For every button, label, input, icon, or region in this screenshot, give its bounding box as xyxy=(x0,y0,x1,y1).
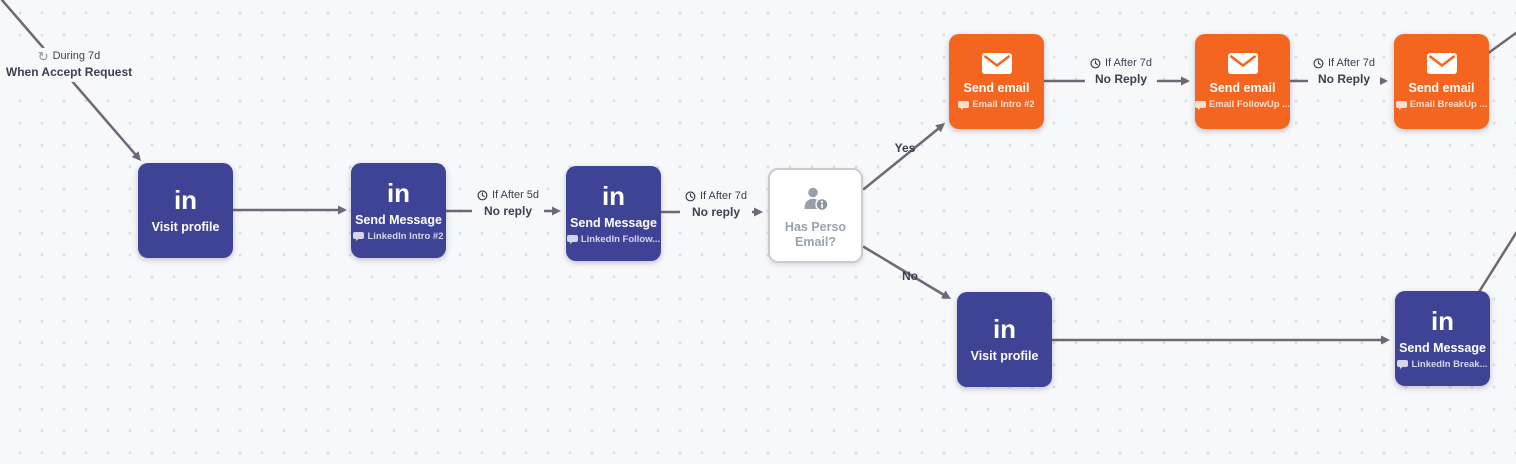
envelope-icon xyxy=(981,53,1012,75)
linkedin-icon: in xyxy=(601,180,626,211)
node-send-message-2[interactable]: in Send Message LinkedIn Follow... xyxy=(566,166,661,261)
delay-text: If After 7d xyxy=(1327,56,1376,69)
chat-icon xyxy=(958,100,970,110)
chat-icon xyxy=(1397,360,1409,369)
edge-visit1-to-message1 xyxy=(231,205,347,215)
node-title: Visit profile xyxy=(970,348,1039,363)
repeat-icon: ↻ xyxy=(37,49,49,65)
condition-question: Has Perso Email? xyxy=(784,220,847,249)
delay-condition: If After 7d xyxy=(685,189,747,204)
delay-condition: If After 7d xyxy=(1090,56,1152,71)
node-subtitle: Email FollowUp ... xyxy=(1208,99,1291,111)
clock-icon xyxy=(477,190,488,201)
node-visit-profile-1[interactable]: in Visit profile xyxy=(138,163,233,258)
trigger-duration-text: During 7d xyxy=(52,49,101,62)
clock-icon xyxy=(1090,58,1101,69)
envelope-icon xyxy=(1227,53,1258,75)
node-title: Send Message xyxy=(355,212,442,227)
linkedin-icon: in xyxy=(992,313,1017,344)
node-subtitle-row: LinkedIn Follow... xyxy=(566,233,661,245)
node-send-email-1[interactable]: Send email Email Intro #2 xyxy=(949,34,1044,129)
clock-icon xyxy=(1313,58,1324,69)
chat-icon xyxy=(1395,100,1407,110)
chat-icon xyxy=(566,235,578,244)
reply-status: No Reply xyxy=(1317,72,1370,87)
chat-icon xyxy=(353,232,365,241)
node-send-email-3[interactable]: Send email Email BreakUp ... xyxy=(1394,34,1489,129)
edge-visit2-to-message3 xyxy=(1050,335,1390,345)
node-send-message-1[interactable]: in Send Message LinkedIn Intro #2 xyxy=(351,163,446,258)
trigger-duration: ↻ During 7d xyxy=(6,49,132,64)
chat-icon xyxy=(1194,100,1206,110)
node-subtitle-row: Email BreakUp ... xyxy=(1395,99,1488,111)
trigger-label: ↻ During 7d When Accept Request xyxy=(0,47,138,83)
delay-text: If After 5d xyxy=(491,188,540,201)
node-send-message-3[interactable]: in Send Message LinkedIn Break... xyxy=(1395,291,1490,386)
node-title: Send email xyxy=(1408,81,1475,96)
reply-status: No Reply xyxy=(1094,72,1147,87)
reply-status: No reply xyxy=(691,205,740,220)
delay-text: If After 7d xyxy=(1104,56,1153,69)
node-title: Send Message xyxy=(570,215,657,230)
linkedin-icon: in xyxy=(1430,305,1455,336)
node-has-perso-email-condition[interactable]: Has Perso Email? xyxy=(768,168,863,263)
linkedin-icon: in xyxy=(386,177,411,208)
edge-label-email2-to-email3: If After 7d No Reply xyxy=(1307,54,1381,90)
delay-text: If After 7d xyxy=(699,189,748,202)
branch-label-yes: Yes xyxy=(894,141,916,155)
node-title: Visit profile xyxy=(151,219,220,234)
clock-icon xyxy=(685,191,696,202)
node-subtitle: LinkedIn Follow... xyxy=(580,233,661,245)
node-subtitle: LinkedIn Break... xyxy=(1411,358,1488,370)
edge-message3-offscreen xyxy=(1477,231,1516,294)
edge-email3-offscreen xyxy=(1485,31,1516,56)
node-subtitle-row: LinkedIn Break... xyxy=(1397,358,1488,370)
node-subtitle: Email Intro #2 xyxy=(972,99,1035,111)
reply-status: No reply xyxy=(483,204,532,219)
node-title: Send email xyxy=(1209,81,1276,96)
trigger-event-text: When Accept Request xyxy=(5,65,133,80)
envelope-icon xyxy=(1426,53,1457,75)
node-subtitle: LinkedIn Intro #2 xyxy=(367,230,444,242)
edge-condition-yes-to-email1 xyxy=(862,123,945,191)
delay-condition: If After 7d xyxy=(1313,56,1375,71)
edge-label-intro-to-follow: If After 5d No reply xyxy=(471,186,545,222)
delay-condition: If After 5d xyxy=(477,188,539,203)
edge-label-follow-to-check: If After 7d No reply xyxy=(679,187,753,223)
node-subtitle-row: Email Intro #2 xyxy=(958,99,1035,111)
branch-label-no: No xyxy=(902,269,918,283)
node-send-email-2[interactable]: Send email Email FollowUp ... xyxy=(1194,34,1291,129)
edge-label-email1-to-email2: If After 7d No Reply xyxy=(1084,54,1158,90)
node-subtitle-row: Email FollowUp ... xyxy=(1194,99,1291,111)
person-info-icon xyxy=(801,186,831,212)
node-subtitle: Email BreakUp ... xyxy=(1409,99,1488,111)
node-title: Send Message xyxy=(1399,340,1486,355)
linkedin-icon: in xyxy=(173,184,198,215)
node-visit-profile-2[interactable]: in Visit profile xyxy=(957,292,1052,387)
node-title: Send email xyxy=(963,81,1030,96)
node-subtitle-row: LinkedIn Intro #2 xyxy=(353,230,444,242)
